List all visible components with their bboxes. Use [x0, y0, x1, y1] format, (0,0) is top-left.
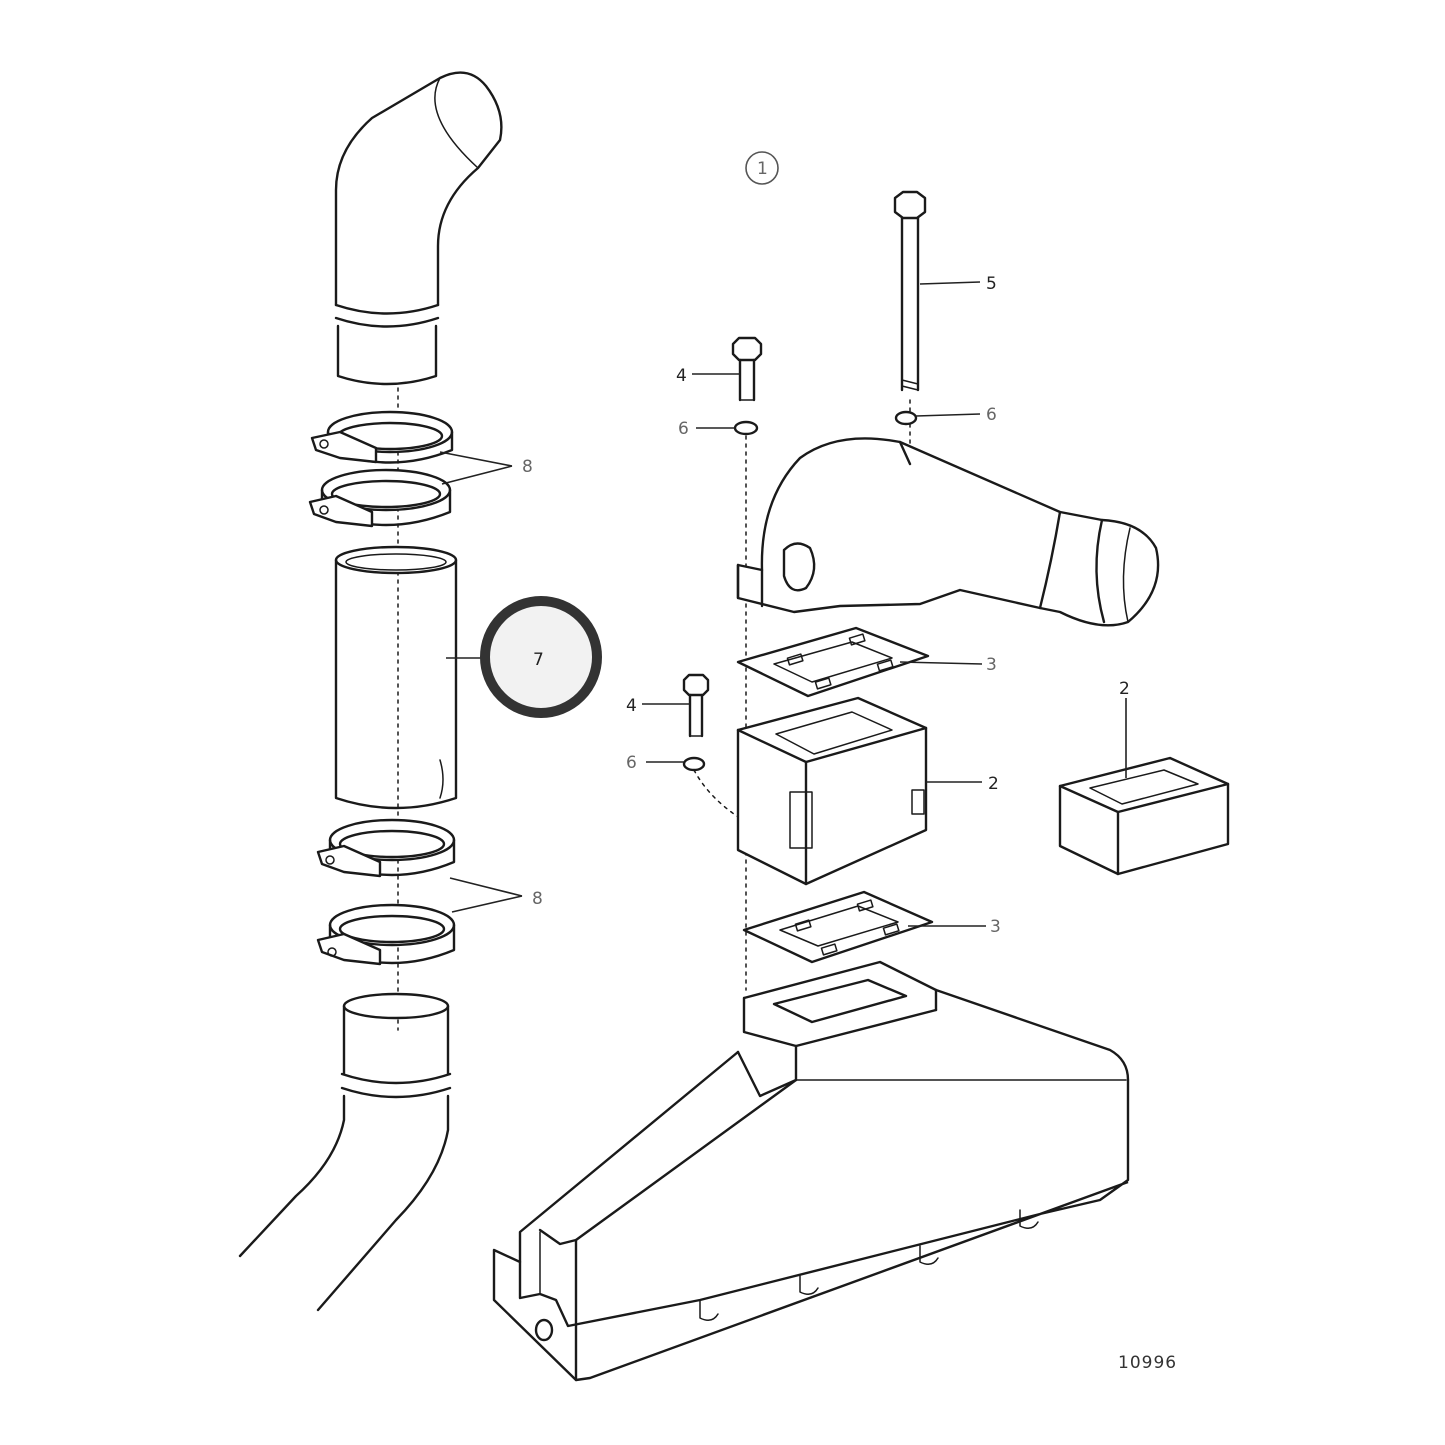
washer-lower: 6 — [626, 753, 747, 823]
hose-clamp-2 — [308, 468, 452, 528]
label-long-stud-bolt: 5 — [986, 274, 997, 294]
bolt-lower — [682, 673, 710, 738]
label-hose-clamps-upper: 8 — [522, 457, 533, 477]
label-gasket-upper: 3 — [986, 655, 997, 675]
label-riser-spacer: 2 — [988, 774, 999, 794]
hose-clamp-4 — [316, 903, 456, 966]
drawing-number: 10996 — [1118, 1353, 1177, 1373]
label-hose-clamps-lower: 8 — [532, 889, 543, 909]
callout-5: 5 — [919, 274, 997, 294]
gasket-upper: 3 — [736, 626, 997, 698]
upper-elbow-pipe — [334, 71, 503, 386]
group-marker-number: 1 — [757, 159, 768, 179]
label-washer-lower: 6 — [626, 753, 637, 773]
rubber-hose — [334, 545, 458, 810]
label-bolt-lower: 4 — [626, 696, 637, 716]
highlight-part-7: 7 — [446, 596, 602, 718]
bolt-upper — [731, 336, 763, 402]
hose-clamp-3 — [316, 818, 456, 878]
callout-4-upper: 4 — [676, 366, 740, 386]
label-washer-upper-left: 6 — [678, 419, 689, 439]
callout-8-upper: 8 — [439, 451, 533, 485]
label-riser-spacer-alt: 2 — [1119, 679, 1130, 699]
exhaust-elbow — [736, 437, 1160, 627]
hose-clamp-1 — [310, 410, 454, 464]
riser-spacer-alt: 2 — [1058, 679, 1230, 876]
washer-upper-right: 6 — [894, 405, 997, 426]
label-hose: 7 — [533, 650, 544, 670]
gasket-lower: 3 — [742, 890, 1001, 964]
label-gasket-lower: 3 — [990, 917, 1001, 937]
exhaust-manifold — [492, 960, 1130, 1382]
callout-8-lower: 8 — [449, 877, 543, 913]
group-marker: 1 — [745, 151, 779, 185]
callout-4-lower: 4 — [626, 696, 690, 716]
washer-upper-left: 6 — [678, 419, 759, 991]
label-bolt-upper: 4 — [676, 366, 687, 386]
riser-spacer: 2 — [736, 696, 999, 886]
lower-elbow-pipe — [238, 992, 452, 1312]
label-washer-upper-right: 6 — [986, 405, 997, 425]
long-stud-bolt — [893, 190, 927, 471]
